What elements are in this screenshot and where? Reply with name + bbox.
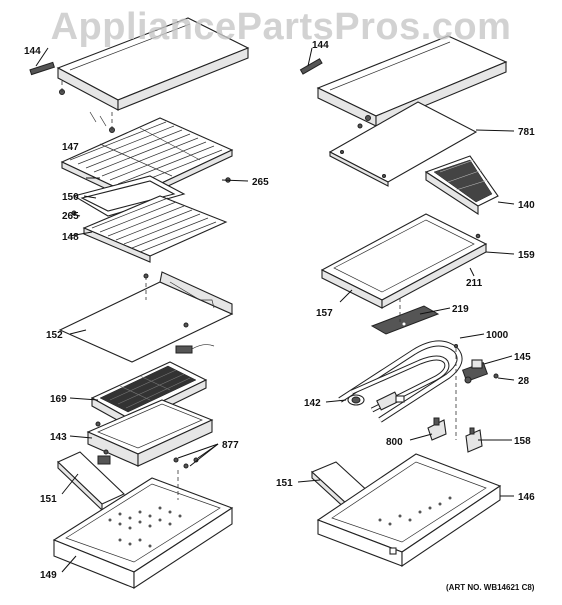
burner-assembly <box>338 340 463 423</box>
callout-152: 152 <box>46 330 63 341</box>
lower-box-right <box>316 453 502 568</box>
grill-cover-left <box>29 17 250 133</box>
griddle-plate <box>328 101 478 187</box>
callout-148: 148 <box>62 232 79 243</box>
element-pan <box>86 399 214 467</box>
callout-800: 800 <box>386 437 403 448</box>
callout-151-left: 151 <box>40 494 57 505</box>
lower-box-left <box>52 470 234 590</box>
callout-157: 157 <box>316 308 333 319</box>
callout-143: 143 <box>50 432 67 443</box>
callout-144-right: 144 <box>312 40 329 51</box>
callout-1000: 1000 <box>486 330 509 341</box>
callout-169: 169 <box>50 394 67 405</box>
callout-158: 158 <box>514 436 531 447</box>
griddle-tray <box>320 213 488 309</box>
callout-265-a: 265 <box>252 177 269 188</box>
grease-trough <box>424 155 499 216</box>
callout-142: 142 <box>304 398 321 409</box>
bracket-219 <box>370 298 440 335</box>
callout-265-b: 265 <box>62 211 79 222</box>
clip-158 <box>465 427 483 453</box>
callout-140: 140 <box>518 200 535 211</box>
clip-800 <box>427 417 447 441</box>
heat-shield <box>58 271 234 363</box>
valve-assembly <box>454 344 499 440</box>
callout-150: 150 <box>62 192 79 203</box>
callout-211: 211 <box>466 278 483 289</box>
callout-877: 877 <box>222 440 239 451</box>
callout-149: 149 <box>40 570 57 581</box>
art-number: (ART NO. WB14621 C8) <box>446 583 535 592</box>
radiant-tray <box>82 195 228 263</box>
terminal-block-left <box>97 449 199 469</box>
callout-146: 146 <box>518 492 535 503</box>
callout-151-right: 151 <box>276 478 293 489</box>
callout-28: 28 <box>518 376 530 387</box>
callout-781: 781 <box>518 127 535 138</box>
igniter-left <box>175 344 215 354</box>
callout-145: 145 <box>514 352 531 363</box>
end-cap-left <box>57 451 125 512</box>
callout-159: 159 <box>518 250 535 261</box>
callout-219: 219 <box>452 304 469 315</box>
leader-lines <box>35 47 515 573</box>
callout-147: 147 <box>62 142 79 153</box>
callout-144-left: 144 <box>24 46 41 57</box>
